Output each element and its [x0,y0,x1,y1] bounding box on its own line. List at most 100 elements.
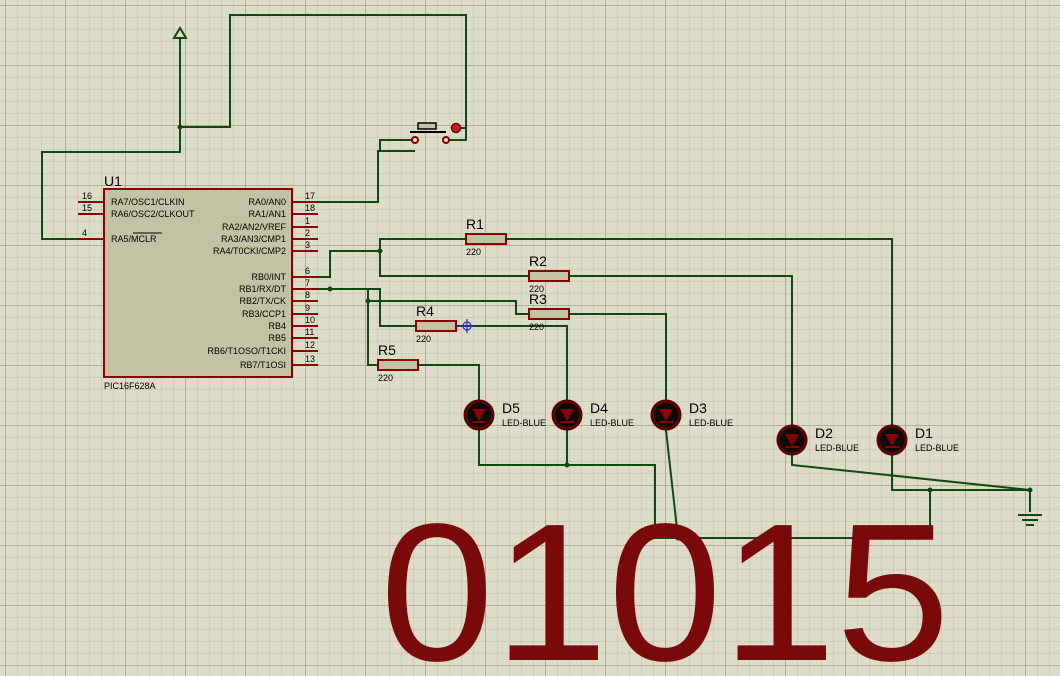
pin-label: RA3/AN3/CMP1 [221,234,286,244]
pin-label: RB7/T1OSI [240,360,286,370]
led-ref: D5 [502,400,520,416]
leds: D5LED-BLUED4LED-BLUED3LED-BLUED2LED-BLUE… [463,399,959,456]
diode-triangle-icon [785,434,799,446]
mcu-left-pins: 16RA7/OSC1/CLKIN15RA6/OSC2/CLKOUT4RA5/MC… [78,191,195,244]
resistor-ref: R3 [529,291,547,307]
pin-number: 9 [305,303,310,313]
led-ref: D2 [815,425,833,441]
led-value: LED-BLUE [502,418,546,428]
pin-label: RA0/AN0 [248,197,286,207]
led-value: LED-BLUE [915,443,959,453]
led-value: LED-BLUE [689,418,733,428]
mcu-ref: U1 [104,173,122,189]
pin-number: 12 [305,340,315,350]
wire-power-rail [41,38,181,240]
wires [41,14,1033,541]
pin-label: RB1/RX/DT [239,284,287,294]
mcu-u1[interactable]: U1 PIC16F628A 16RA7/OSC1/CLKIN15RA6/OSC2… [78,173,318,391]
resistor-ref: R1 [466,216,484,232]
pin-number: 17 [305,191,315,201]
led-ref: D4 [590,400,608,416]
led-value: LED-BLUE [590,418,634,428]
led-ref: D3 [689,400,707,416]
wire-button-to-ra0 [379,139,415,151]
pin-number: 16 [82,191,92,201]
resistor-ref: R4 [416,303,434,319]
pin-label: RA2/AN2/VREF [222,222,287,232]
mcu-right-pins: 17RA0/AN018RA1/AN11RA2/AN2/VREF2RA3/AN3/… [207,191,318,370]
pin-number: 13 [305,354,315,364]
pin-label: RA6/OSC2/CLKOUT [111,209,195,219]
pin-label: RB0/INT [251,272,286,282]
resistor-ref: R2 [529,253,547,269]
diode-triangle-icon [885,434,899,446]
resistor-r3[interactable]: R3 220 [528,291,570,332]
wire-d5-gnd [478,430,678,539]
mcu-part: PIC16F628A [104,381,156,391]
pin-label: RA1/AN1 [248,209,286,219]
pin-number: 6 [305,266,310,276]
pin-number: 8 [305,290,310,300]
resistor-value: 220 [529,322,544,332]
wire-button-right [446,128,467,141]
power-terminal-icon[interactable] [172,26,188,39]
pin-number: 15 [82,203,92,213]
pin-label: RB5 [268,333,286,343]
diode-triangle-icon [560,409,574,421]
resistor-value: 220 [529,284,544,294]
pin-number: 7 [305,278,310,288]
led-ref: D1 [915,425,933,441]
wire-rb0-r1 [318,238,466,278]
ground-icon[interactable] [1018,514,1042,526]
button-actuator-icon[interactable] [450,122,462,134]
resistor-value: 220 [378,373,393,383]
pin-label: RA7/OSC1/CLKIN [111,197,185,207]
pin-number: 4 [82,228,87,238]
wire-ra0 [318,150,415,203]
wire-rb2-r4 [318,288,416,327]
wire-d3-gnd [665,429,679,539]
pin-label: RB2/TX/CK [239,296,286,306]
resistor-value: 220 [466,247,481,257]
resistor-r1[interactable]: R1 220 [465,216,507,257]
pin-label: RA5/MCLR [111,234,157,244]
push-button[interactable] [410,122,462,144]
pin-number: 11 [305,327,314,337]
wire-rb0-r2 [379,251,529,277]
resistor-r2[interactable]: R2 220 [528,253,570,294]
led-value: LED-BLUE [815,443,859,453]
wire-d2-gnd [791,455,1031,491]
probe-marker-icon[interactable] [460,319,474,333]
wire-rb3-r5 [367,301,378,366]
wire-r1-d1 [506,238,893,425]
wire-r3-d3 [568,313,667,400]
pin-number: 1 [305,216,310,226]
wire-r2-d2 [568,275,793,425]
